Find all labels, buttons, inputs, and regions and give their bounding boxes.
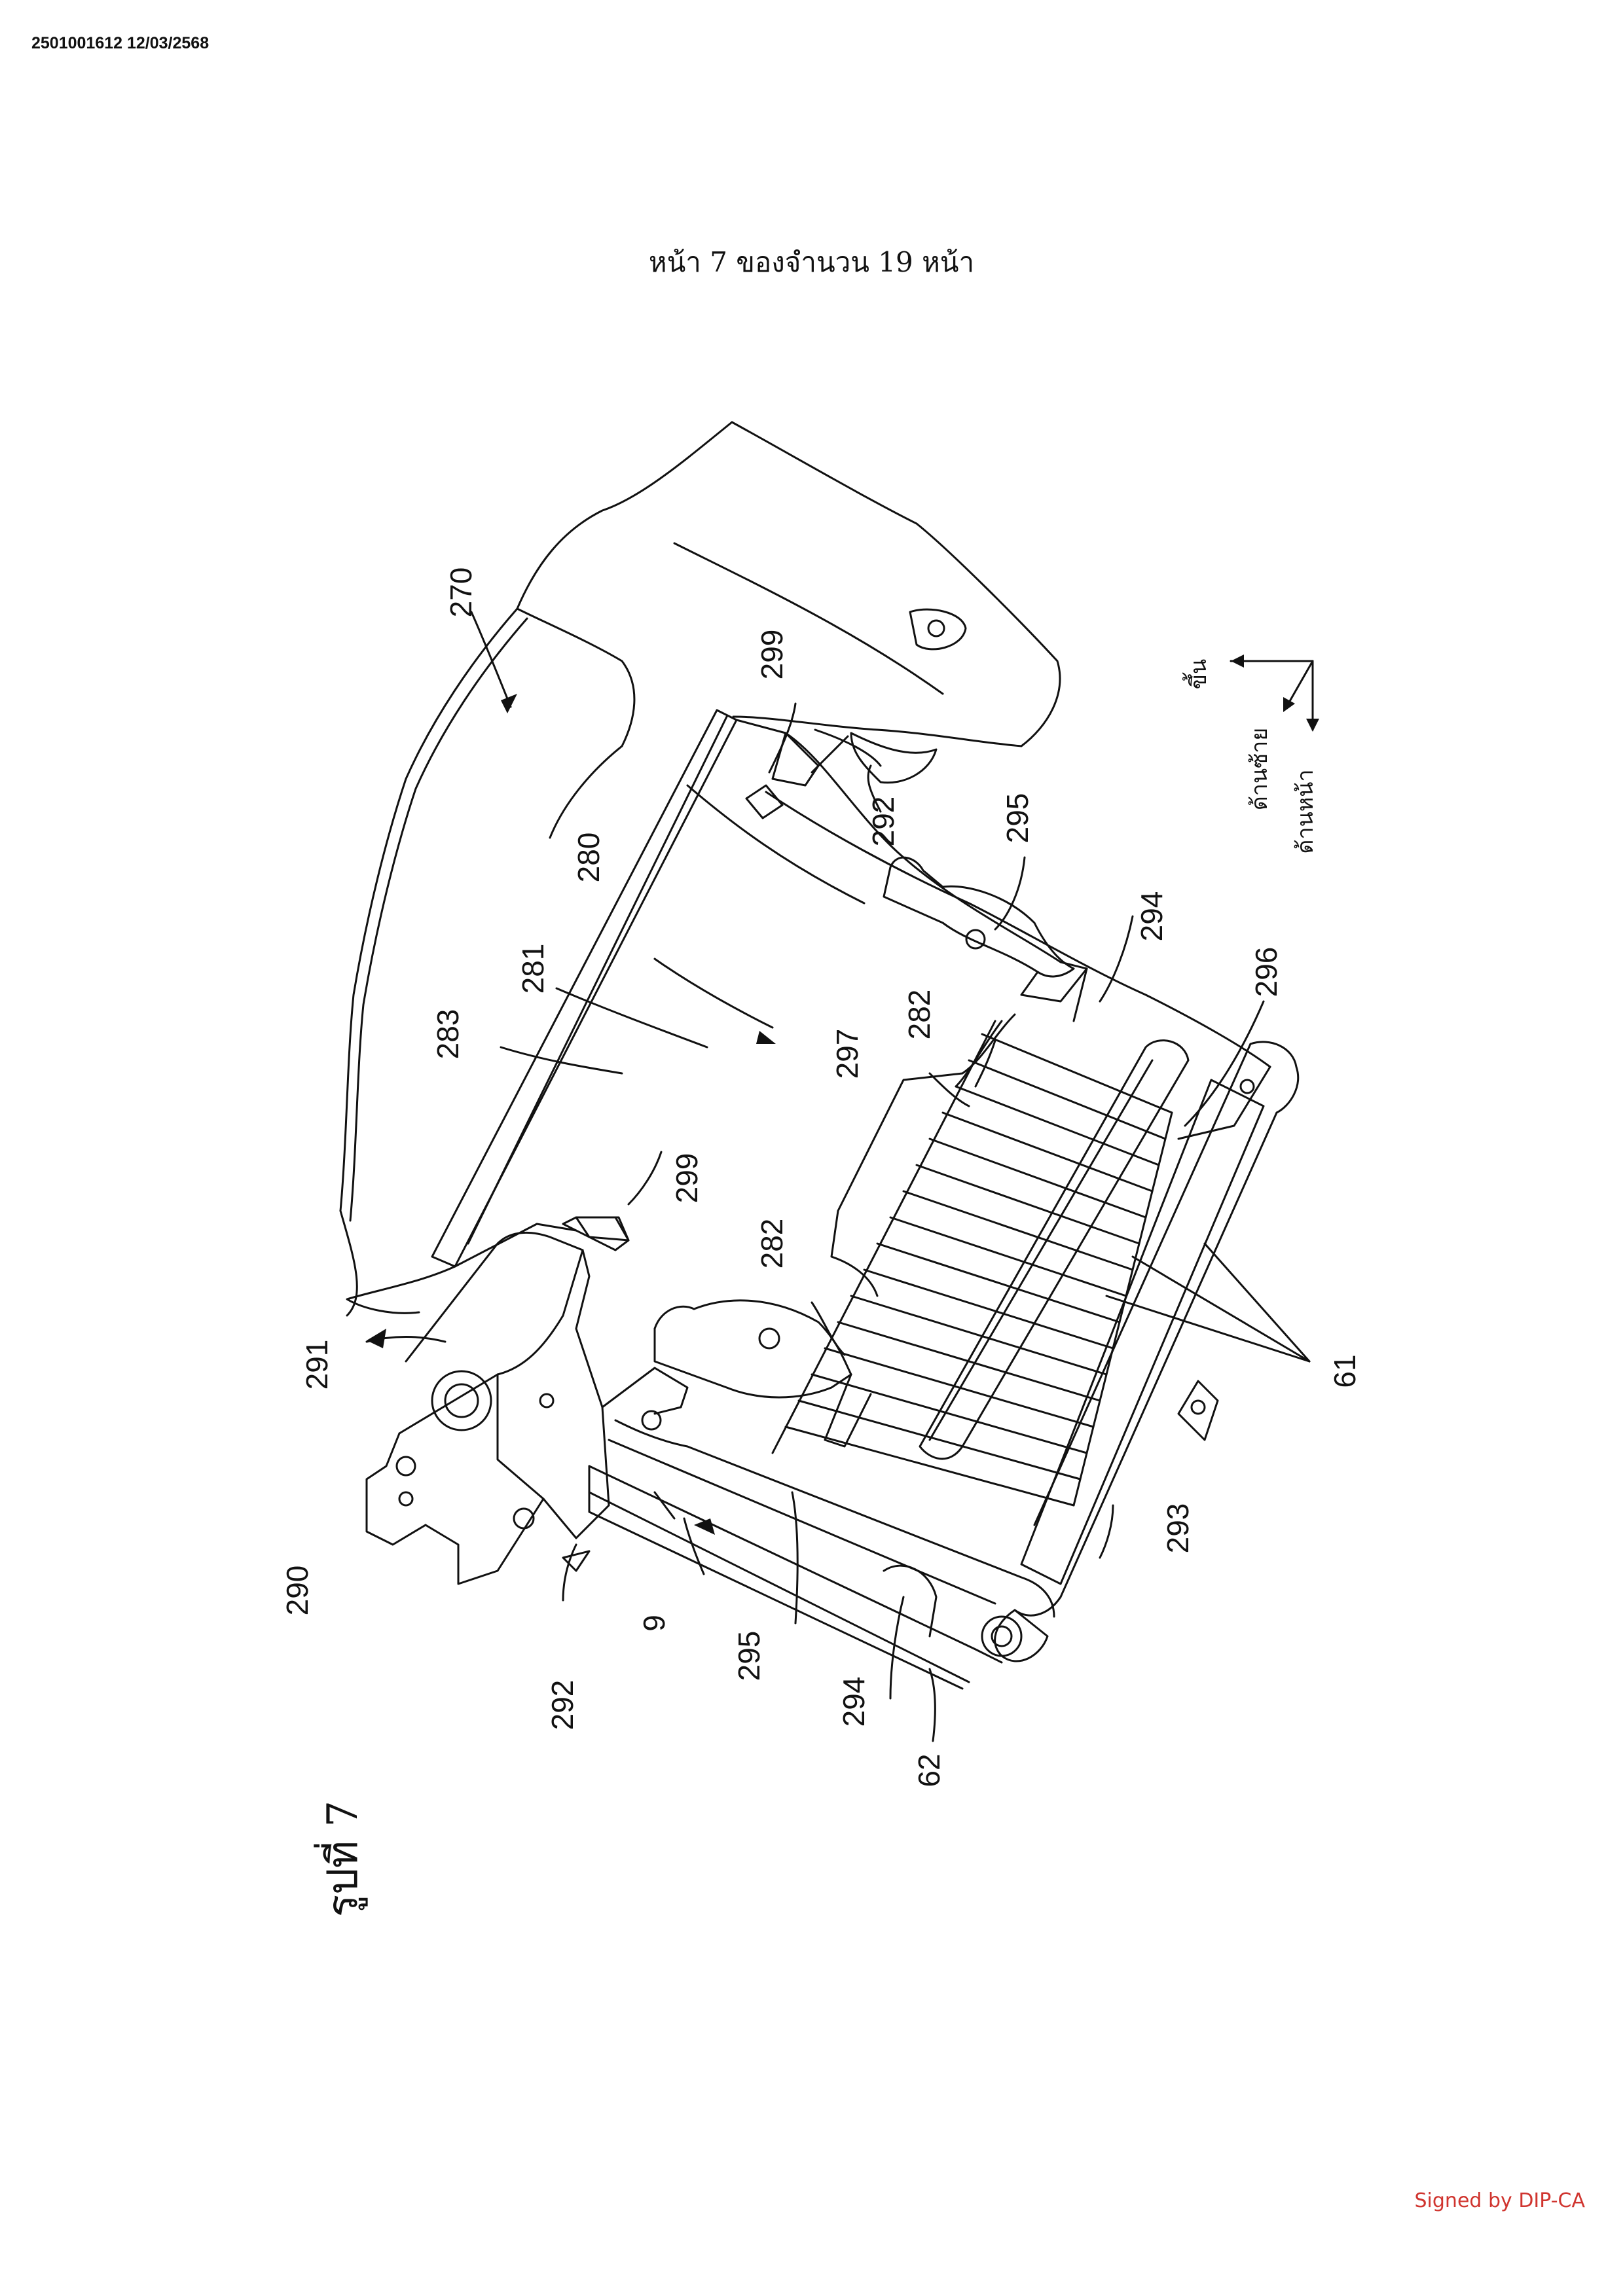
figure-title: รูปที่ 7 bbox=[314, 1801, 368, 1917]
label-296: 296 bbox=[1249, 947, 1283, 997]
label-291: 291 bbox=[300, 1340, 334, 1390]
bracket-292-top bbox=[811, 732, 938, 784]
pivot-bracket-291 bbox=[365, 1231, 610, 1585]
label-283: 283 bbox=[431, 1009, 465, 1060]
label-299-top: 299 bbox=[755, 630, 789, 680]
label-299-mid: 299 bbox=[670, 1153, 704, 1204]
arrowheads bbox=[367, 655, 1319, 1535]
direction-left: ด้านซ้าย bbox=[1247, 728, 1273, 811]
side-rail-293 bbox=[994, 1041, 1300, 1662]
label-270: 270 bbox=[444, 567, 478, 618]
label-282-mid: 282 bbox=[755, 1219, 789, 1269]
direction-up: ขึ้น bbox=[1182, 659, 1212, 689]
part-labels: 270 299 292 295 280 281 283 294 282 297 … bbox=[280, 567, 1362, 1787]
upper-panel-283 bbox=[339, 607, 738, 1317]
label-292-top: 292 bbox=[866, 797, 900, 847]
spring-fins-61 bbox=[771, 1020, 1173, 1507]
label-292-bottom: 292 bbox=[545, 1680, 579, 1731]
label-61: 61 bbox=[1328, 1354, 1362, 1388]
page-number: หน้า 7 ของจำนวน 19 หน้า bbox=[648, 246, 975, 278]
label-294-bottom: 294 bbox=[837, 1677, 871, 1727]
direction-words: ขึ้น ด้านซ้าย ด้านหน้า bbox=[1182, 659, 1319, 854]
label-9: 9 bbox=[637, 1615, 671, 1632]
direction-indicator bbox=[1230, 660, 1314, 731]
label-281: 281 bbox=[516, 944, 550, 994]
label-282-top: 282 bbox=[902, 990, 936, 1040]
leader-lines bbox=[365, 611, 1311, 1742]
label-295-bottom: 295 bbox=[732, 1631, 766, 1681]
label-293: 293 bbox=[1161, 1503, 1195, 1554]
digital-signature-note: Signed by DIP-CA bbox=[1414, 2189, 1585, 2212]
label-294-top: 294 bbox=[1135, 891, 1169, 942]
lower-frame-9-62-294 bbox=[588, 1367, 1055, 1690]
seat-side-body-270 bbox=[516, 421, 1061, 767]
direction-front: ด้านหน้า bbox=[1292, 769, 1319, 853]
label-295-top: 295 bbox=[1000, 793, 1034, 844]
bracket-295-top bbox=[883, 856, 1088, 1003]
label-280: 280 bbox=[572, 833, 606, 883]
label-62: 62 bbox=[912, 1753, 946, 1787]
label-290: 290 bbox=[280, 1566, 314, 1616]
side-rail-294-top bbox=[765, 791, 1271, 1140]
document-id: 2501001612 12/03/2568 bbox=[31, 34, 210, 52]
label-297: 297 bbox=[830, 1029, 864, 1079]
